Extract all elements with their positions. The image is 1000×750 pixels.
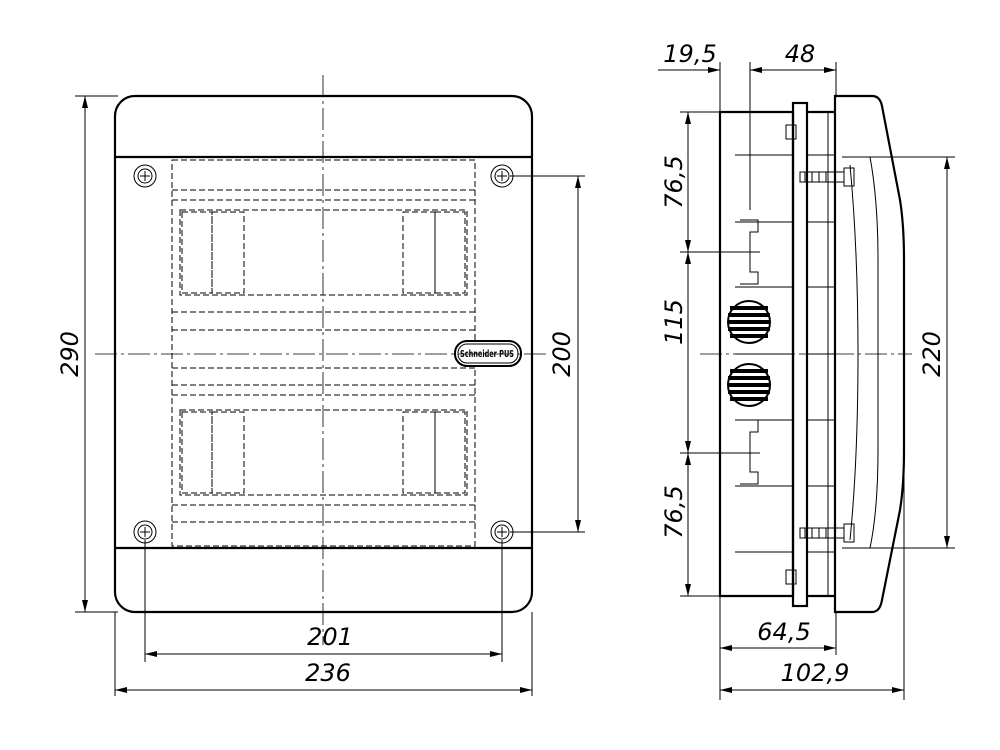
dim-height-290: 290 [56, 331, 84, 377]
front-dimensions: 290 200 201 236 [56, 95, 585, 696]
grommet-icon [727, 363, 771, 407]
brand-logo: Schneider PUS [454, 340, 522, 367]
front-module-slot [211, 211, 245, 294]
dim-width-236: 236 [305, 659, 351, 687]
front-inner-frame [171, 159, 476, 547]
front-module-slot [434, 211, 466, 294]
screw-icon [490, 164, 514, 188]
dim-220: 220 [918, 331, 946, 377]
screw-icon [490, 520, 514, 544]
screw-side-icon [799, 167, 855, 187]
dim-115: 115 [660, 299, 688, 345]
dim-76-5-top: 76,5 [660, 155, 688, 208]
side-cover-curve [849, 164, 859, 541]
front-upper-row [179, 209, 468, 296]
front-module-slot [181, 211, 213, 294]
dim-48: 48 [785, 40, 816, 68]
front-module-slot [434, 411, 466, 494]
dim-height-200: 200 [548, 331, 576, 377]
side-frame-edge [807, 110, 835, 598]
din-rail-lower [740, 419, 759, 485]
dim-19-5: 19,5 [663, 40, 716, 68]
screw-icon [133, 520, 157, 544]
dim-64-5: 64,5 [757, 618, 810, 646]
dim-102-9: 102,9 [781, 659, 850, 687]
front-lower-row [179, 409, 468, 496]
side-clip [785, 124, 797, 140]
side-view [700, 94, 912, 614]
front-view: Schneider PUS [95, 75, 550, 645]
side-dimensions: 19,5 48 76,5 115 76,5 220 64,5 102,9 [658, 40, 955, 700]
screw-icon [133, 164, 157, 188]
side-clip [785, 569, 797, 585]
front-module-slot [211, 411, 245, 494]
side-cover-inner [842, 156, 879, 549]
front-module-slot [402, 411, 436, 494]
screw-side-icon [799, 523, 855, 543]
front-module-slot [402, 211, 436, 294]
dim-width-201: 201 [307, 623, 353, 651]
brand-label: Schneider PUS [460, 349, 514, 360]
grommet-icon [727, 300, 771, 344]
dim-76-5-bottom: 76,5 [660, 485, 688, 538]
front-module-slot [181, 411, 213, 494]
